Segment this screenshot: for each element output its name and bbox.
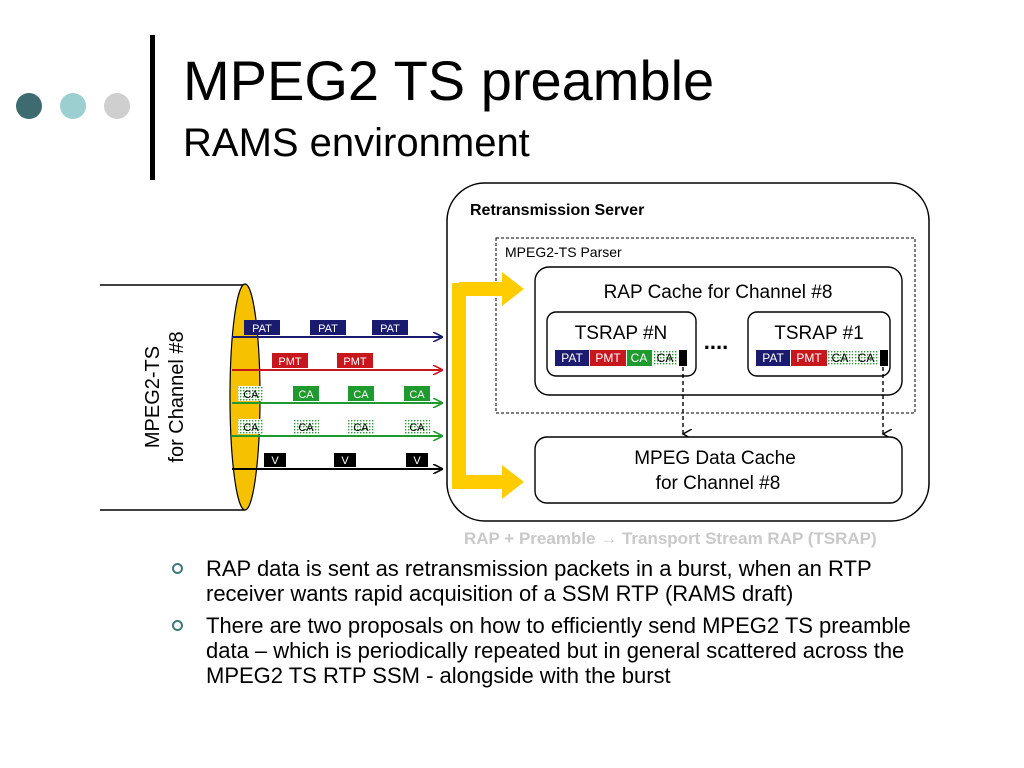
svg-text:CA: CA [243,389,259,401]
svg-text:PMT: PMT [595,351,621,365]
svg-text:V: V [271,455,279,467]
server-title: Retransmission Server [470,202,644,219]
svg-text:V: V [413,455,421,467]
pmt-packet: PMT [337,353,373,368]
tsrap-n-box [546,311,697,377]
title-divider [150,35,155,180]
pat-packet: PAT [310,320,346,335]
tsrap-n-label: TSRAP #N [575,323,668,344]
bullet-circle-icon [172,563,183,574]
svg-text:PAT: PAT [762,351,784,365]
video-packet: V [264,453,286,467]
svg-text:PMT: PMT [796,351,822,365]
svg-text:CA: CA [858,351,875,365]
rap-cache-title: RAP Cache for Channel #8 [604,282,833,303]
ca-packet: CA [293,419,319,434]
svg-text:CA: CA [657,351,674,365]
data-cache-box [534,436,903,504]
ca-packet: CA [348,386,374,401]
svg-text:PMT: PMT [343,356,367,368]
yellow-arrow [452,272,524,499]
bullet-list: RAP data is sent as retransmission packe… [170,556,950,695]
pat-packet: PAT [244,320,280,335]
svg-text:CA: CA [353,389,369,401]
bullet-item: RAP data is sent as retransmission packe… [170,556,950,606]
pmt-packet: PMT [272,353,308,368]
ca-packet: CA [238,419,264,434]
svg-text:CA: CA [832,351,849,365]
dot-teal [60,93,86,119]
svg-text:CA: CA [409,389,425,401]
pat-packet: PAT [372,320,408,335]
data-cache-line1: MPEG Data Cache [634,448,796,469]
ca-packet: CA [293,386,319,401]
parser-box [495,237,916,414]
diagram-caption: RAP + Preamble → Transport Stream RAP (T… [464,529,877,548]
slide-title: MPEG2 TS preamble [183,49,715,112]
bullet-circle-icon [172,620,183,631]
slide-subtitle: RAMS environment [183,121,530,165]
bullet-text: RAP data is sent as retransmission packe… [206,556,872,606]
tsrap-1-label: TSRAP #1 [774,323,863,344]
video-packet: V [406,453,428,467]
data-cache-line2: for Channel #8 [656,473,781,494]
parser-title: MPEG2-TS Parser [505,244,622,260]
bullet-item: There are two proposals on how to effici… [170,613,950,688]
svg-text:PAT: PAT [561,351,583,365]
svg-text:CA: CA [243,422,259,434]
svg-text:CA: CA [631,351,648,365]
dot-dark [16,93,42,119]
tsrap-1-box [747,311,891,377]
ca-packet: CA [404,419,430,434]
svg-text:CA: CA [409,422,425,434]
video-packet: V [334,453,356,467]
svg-text:PAT: PAT [318,323,338,335]
svg-text:PAT: PAT [380,323,400,335]
ellipsis-text: .... [704,329,728,354]
svg-text:PAT: PAT [252,323,272,335]
stream-label-line2: for Channel #8 [166,331,188,462]
svg-text:PMT: PMT [278,356,302,368]
dot-gray [104,93,130,119]
ca-packet: CA [404,386,430,401]
ca-packet: CA [348,419,374,434]
svg-text:CA: CA [298,422,314,434]
tsrap-1-packets: PAT PMT CA CA [756,350,888,366]
bullet-text: There are two proposals on how to effici… [206,613,911,688]
ca-packet: CA [238,386,264,401]
tsrap-n-packets: PAT PMT CA CA [555,350,687,366]
svg-text:V: V [341,455,349,467]
svg-text:CA: CA [353,422,369,434]
stream-label-line1: MPEG2-TS [142,346,164,448]
svg-text:CA: CA [298,389,314,401]
